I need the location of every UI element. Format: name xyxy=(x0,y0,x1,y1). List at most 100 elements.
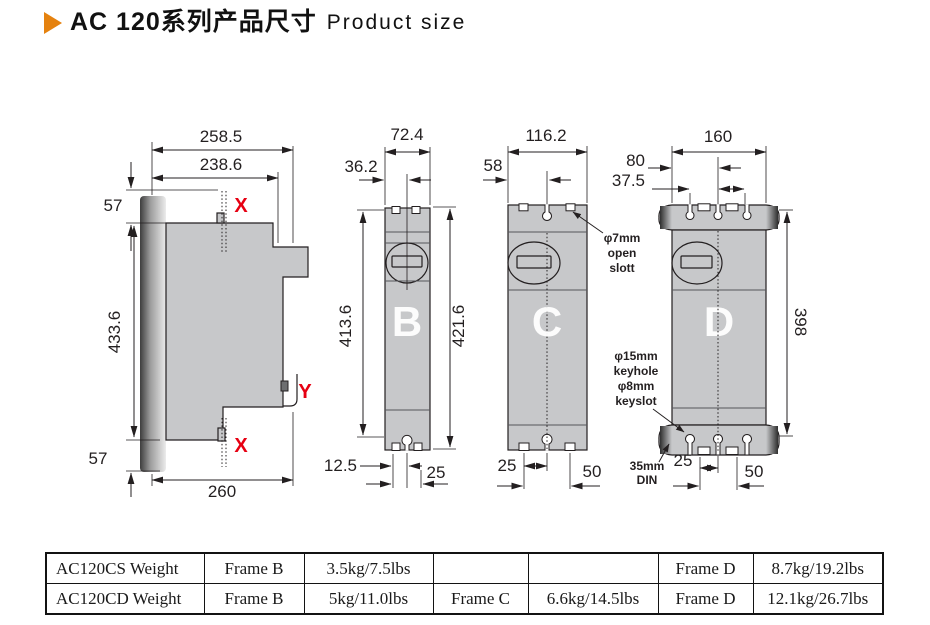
dim-b-slot-pitch: 25 xyxy=(427,463,446,482)
top-notch xyxy=(565,203,576,212)
dim-c-width: 116.2 xyxy=(525,126,566,145)
dim-side-height: 433.6 xyxy=(105,311,124,354)
cell-ac120cs-frame-d: Frame D xyxy=(657,552,754,584)
cell-ac120cd-frame-d: Frame D xyxy=(657,583,754,615)
mounting-surface xyxy=(140,196,166,472)
frame-b-drawing: B 72.4 36.2 413.6 421.6 12.5 25 xyxy=(324,125,468,488)
dim-b-slot-offset: 12.5 xyxy=(324,456,357,475)
side-body-outline xyxy=(165,222,309,441)
dim-d-slot-offset: 25 xyxy=(674,451,693,470)
weight-table: AC120CS Weight Frame B 3.5kg/7.5lbs Fram… xyxy=(45,552,884,615)
marker-x-top: X xyxy=(234,195,248,217)
frame-c-drawing: C 116.2 58 25 50 xyxy=(483,126,602,490)
dim-d-height: 398 xyxy=(791,308,810,336)
plate-cap xyxy=(660,206,672,229)
display-bezel xyxy=(507,241,561,285)
cell-ac120cd-frame-b-weight: 5kg/11.0lbs xyxy=(303,583,434,615)
cell-ac120cd-frame-c-weight: 6.6kg/14.5lbs xyxy=(527,583,659,615)
top-keyhole xyxy=(742,204,752,220)
dim-b-height-body: 413.6 xyxy=(336,305,355,348)
bottom-keyhole xyxy=(742,433,752,455)
cell-ac120cs-label: AC120CS Weight xyxy=(45,552,205,584)
top-mounting-clip xyxy=(216,212,225,224)
dim-c-slot-pitch: 50 xyxy=(583,462,602,481)
display-bezel xyxy=(671,241,723,285)
product-size-diagram: X X Y 258.5 238.6 57 433.6 57 xyxy=(89,125,810,501)
bottom-keyhole xyxy=(713,433,723,455)
frame-d-label: D xyxy=(704,298,734,345)
display-window xyxy=(680,255,713,269)
dim-d-hole-spacing: 37.5 xyxy=(612,171,645,190)
dim-side-body-width: 238.6 xyxy=(200,155,243,174)
bottom-keyhole xyxy=(685,433,695,455)
top-notch xyxy=(391,206,401,214)
leader-line xyxy=(658,443,670,463)
annotation-keyhole-2: keyhole xyxy=(614,364,659,378)
cell-ac120cs-frame-b: Frame B xyxy=(203,552,305,584)
page-title-en: Product size xyxy=(326,11,467,34)
dim-d-half-width: 80 xyxy=(626,151,645,170)
leader-line xyxy=(652,408,685,433)
annotation-din-1: 35mm xyxy=(630,459,665,473)
cell-ac120cd-frame-b: Frame B xyxy=(203,583,305,615)
bottom-keyhole xyxy=(401,435,413,451)
title-triangle-icon xyxy=(44,11,62,34)
bottom-notch xyxy=(725,446,739,455)
dim-b-width: 72.4 xyxy=(390,125,423,144)
page-header: AC 120系列产品尺寸 Product size xyxy=(44,10,466,35)
frame-b-label: B xyxy=(392,298,422,345)
page-title-cjk: AC 120系列产品尺寸 xyxy=(70,8,317,36)
cell-ac120cs-frame-c xyxy=(432,552,529,584)
dim-side-top-offset: 57 xyxy=(104,196,123,215)
dim-b-half-width: 36.2 xyxy=(344,157,377,176)
dim-c-slot-offset: 25 xyxy=(498,456,517,475)
top-keyhole xyxy=(685,204,695,220)
annotation-keyhole-3: φ8mm xyxy=(618,379,655,393)
display-window xyxy=(516,255,552,269)
top-keyhole xyxy=(713,204,723,220)
top-notch xyxy=(518,203,529,212)
annotation-open-slot-2: open xyxy=(608,246,637,260)
cell-ac120cd-label: AC120CD Weight xyxy=(45,583,205,615)
annotation-open-slot-3: slott xyxy=(609,261,634,275)
cell-ac120cd-frame-d-weight: 12.1kg/26.7lbs xyxy=(752,583,884,615)
side-view-drawing: X X Y 258.5 238.6 57 433.6 57 xyxy=(89,127,313,501)
table-row-ac120cs: AC120CS Weight Frame B 3.5kg/7.5lbs Fram… xyxy=(45,552,884,584)
bottom-notch xyxy=(391,442,401,451)
din-hook xyxy=(283,374,298,407)
dim-side-base-width: 260 xyxy=(208,482,236,501)
dim-side-bottom-offset: 57 xyxy=(89,449,108,468)
frame-c-label: C xyxy=(532,298,562,345)
top-keyhole xyxy=(542,204,552,222)
dim-b-height-overall: 421.6 xyxy=(449,305,468,348)
annotation-keyhole-4: keyslot xyxy=(615,394,656,408)
frame-c-body xyxy=(507,204,588,451)
table-row-ac120cd: AC120CD Weight Frame B 5kg/11.0lbs Frame… xyxy=(45,583,884,615)
plate-cap xyxy=(766,206,778,229)
annotation-open-slot-1: φ7mm xyxy=(604,231,641,245)
bottom-notch xyxy=(697,446,711,455)
din-latch xyxy=(280,380,289,392)
bottom-keyhole xyxy=(541,434,553,451)
top-notch xyxy=(725,203,739,212)
marker-x-bottom: X xyxy=(234,435,248,457)
marker-y: Y xyxy=(298,381,312,403)
bottom-notch xyxy=(413,442,423,451)
cell-ac120cd-frame-c: Frame C xyxy=(432,583,529,615)
plate-cap xyxy=(766,426,778,454)
frame-d-drawing: D 160 80 37.5 xyxy=(612,127,810,490)
bottom-notch xyxy=(518,442,530,451)
annotation-keyhole-1: φ15mm xyxy=(614,349,657,363)
annotation-din-2: DIN xyxy=(637,473,658,487)
cell-ac120cs-frame-d-weight: 8.7kg/19.2lbs xyxy=(752,552,884,584)
leader-line xyxy=(572,211,604,234)
top-notch xyxy=(411,206,421,214)
dim-c-half-width: 58 xyxy=(484,156,503,175)
dim-d-slot-pitch: 50 xyxy=(745,462,764,481)
cell-ac120cs-frame-b-weight: 3.5kg/7.5lbs xyxy=(303,552,434,584)
annotations: φ7mm open slott φ15mm keyhole φ8mm keysl… xyxy=(572,211,685,487)
dim-side-overall-width: 258.5 xyxy=(200,127,243,146)
top-notch xyxy=(697,203,711,212)
cell-ac120cs-frame-c-weight xyxy=(527,552,659,584)
